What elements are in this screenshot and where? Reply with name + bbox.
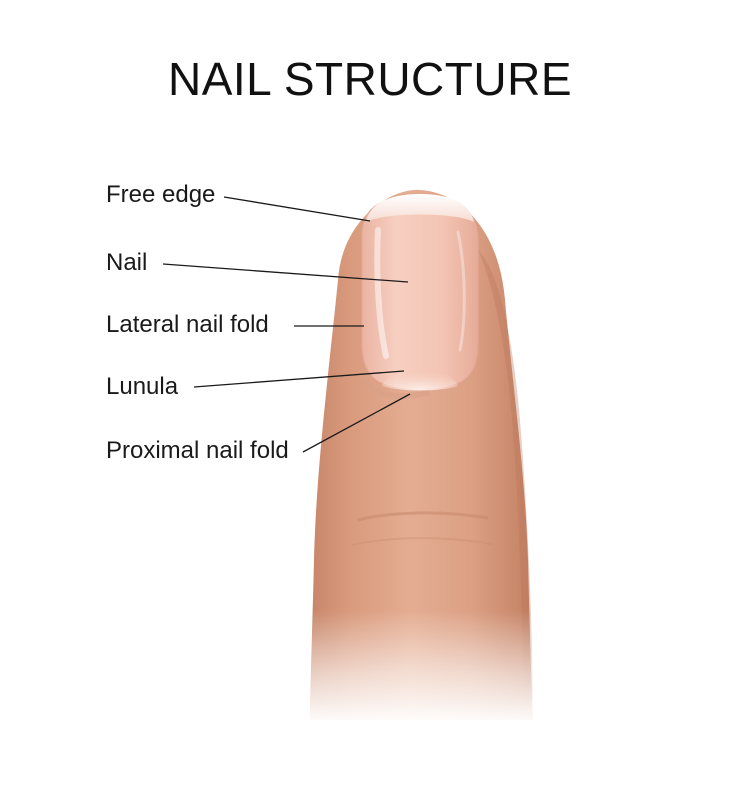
label-free-edge: Free edge <box>106 181 216 208</box>
leader-line-proximal-fold <box>302 393 411 453</box>
leader-line-nail <box>162 263 409 283</box>
label-nail: Nail <box>106 249 148 276</box>
lunula-shape <box>382 369 458 391</box>
leader-line-free-edge <box>223 196 371 222</box>
label-lunula: Lunula <box>106 373 179 400</box>
leader-line-lunula <box>193 370 405 388</box>
label-proximal-nail-fold: Proximal nail fold <box>106 437 289 464</box>
label-lateral-nail-fold: Lateral nail fold <box>106 311 269 338</box>
free-edge-shape <box>366 194 474 222</box>
knuckle-crease <box>357 511 489 522</box>
diagram-title: NAIL STRUCTURE <box>168 53 572 105</box>
